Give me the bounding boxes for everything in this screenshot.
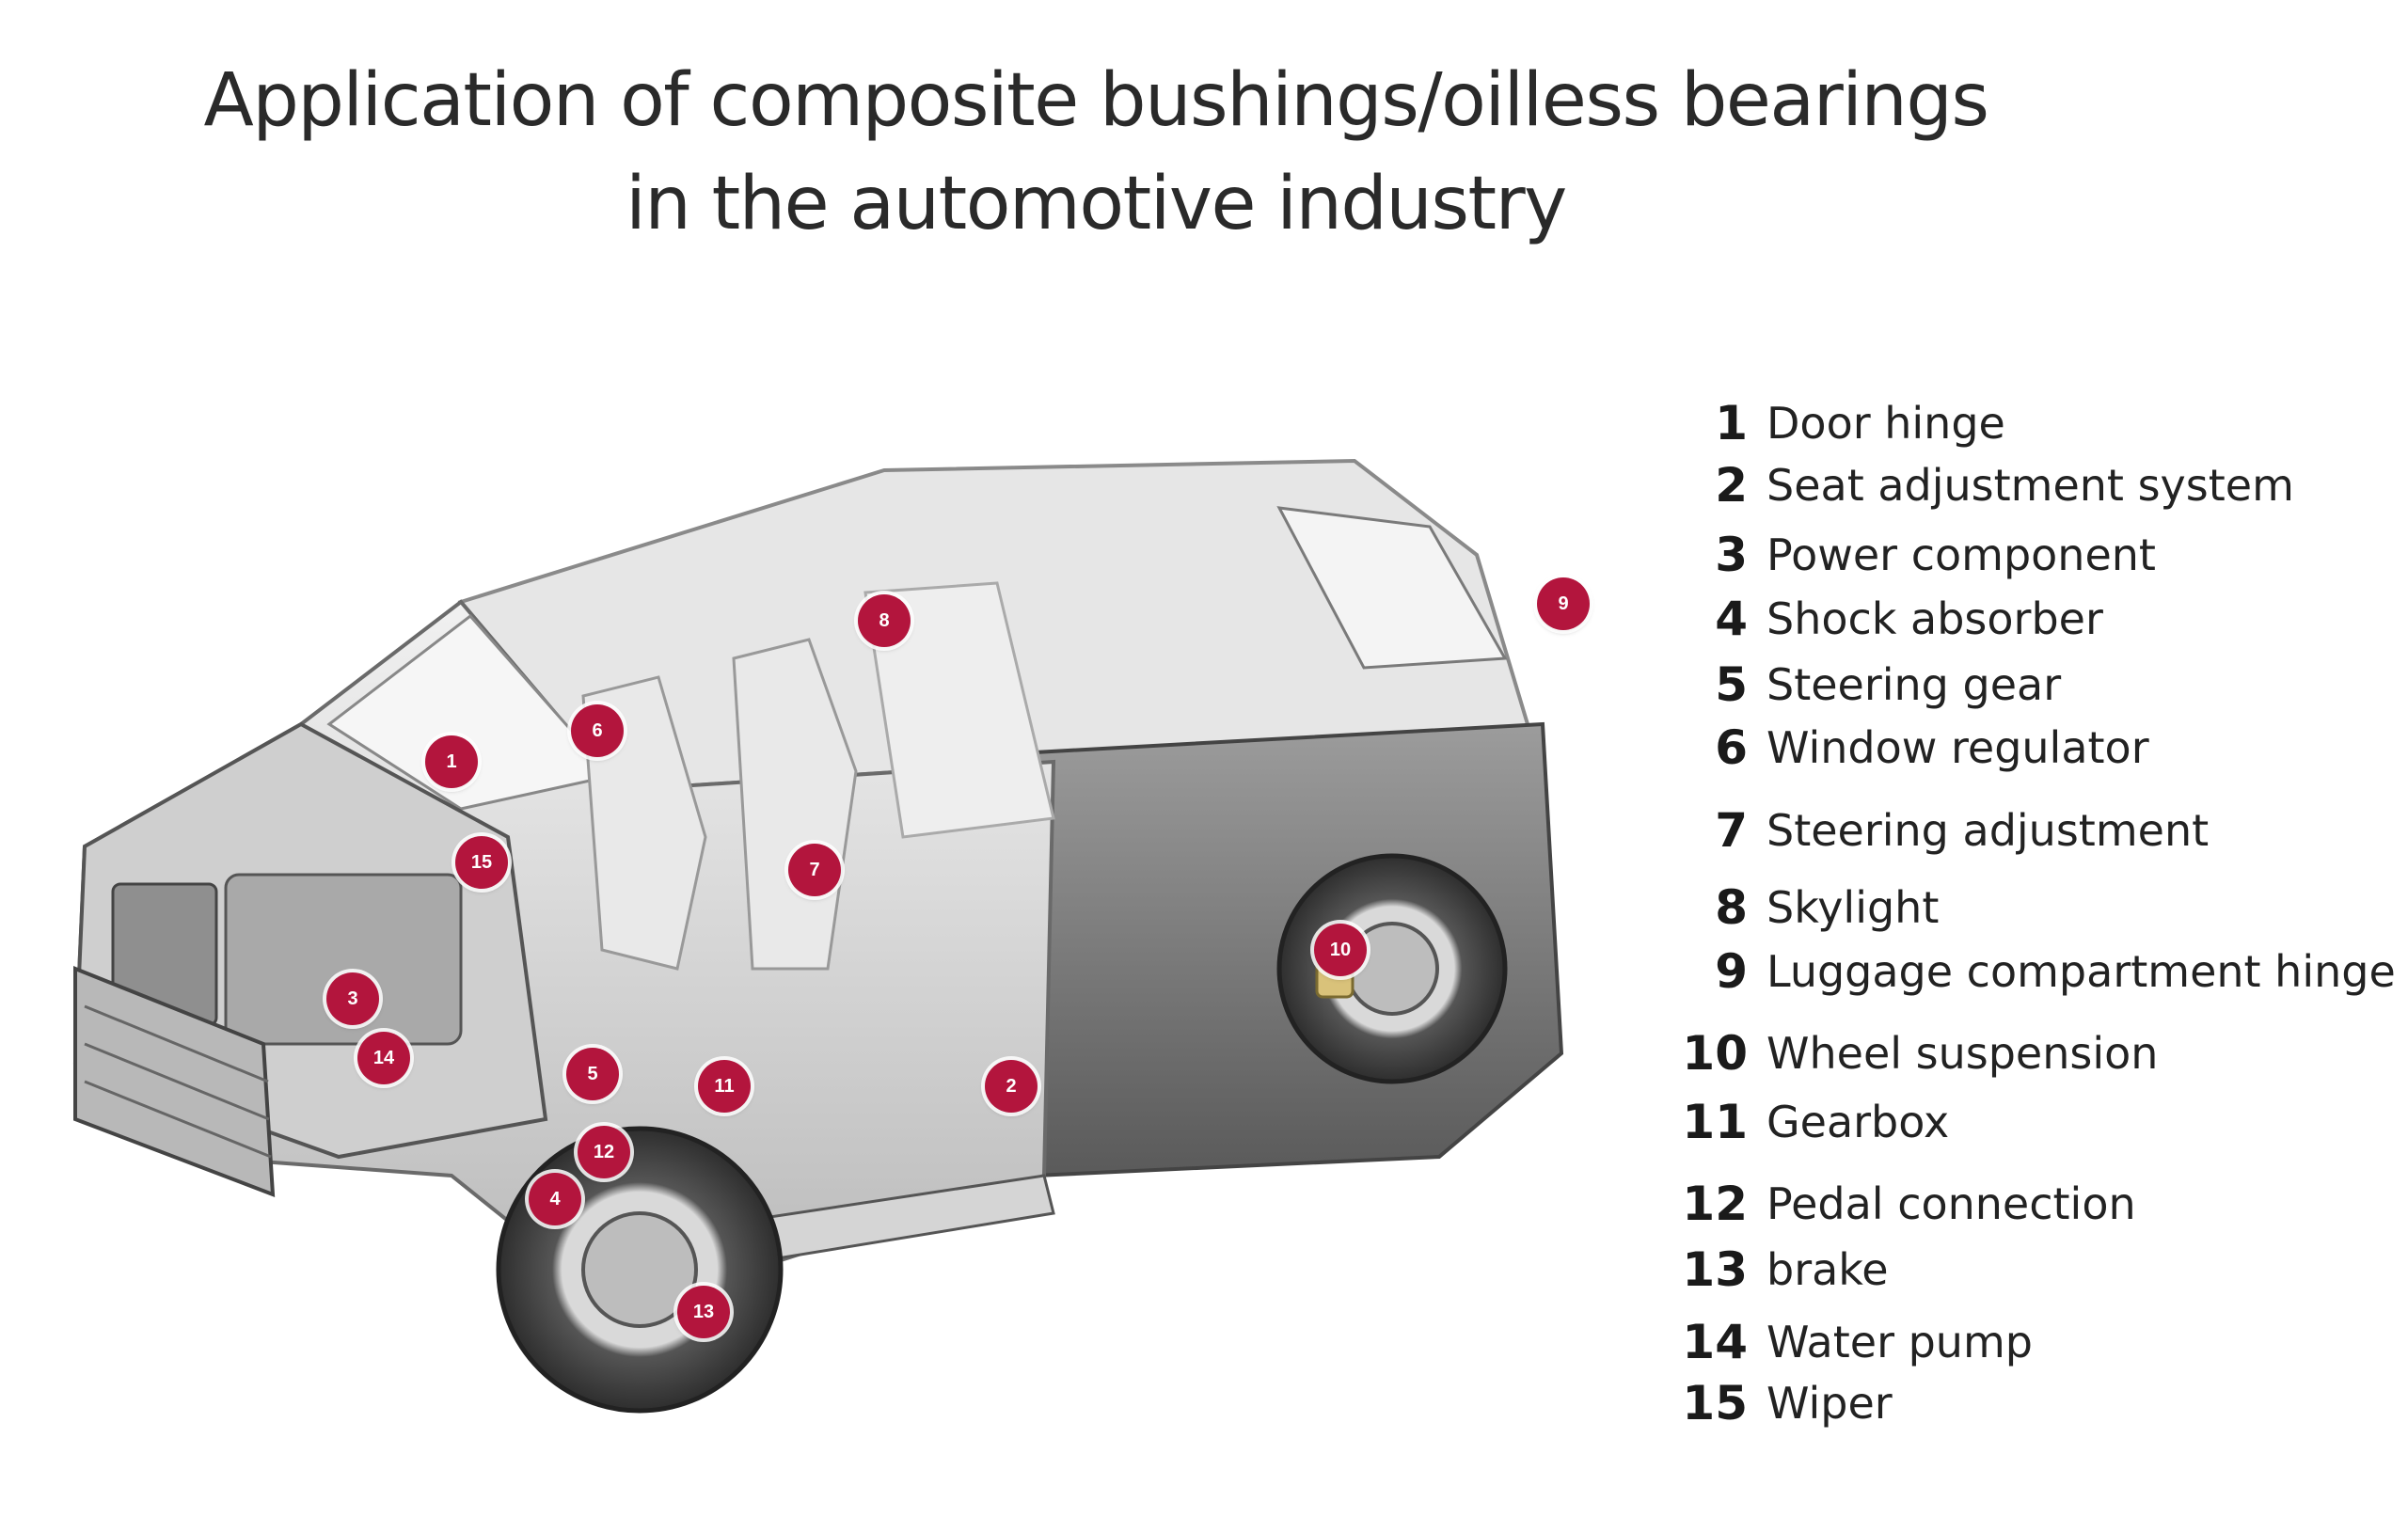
- marker-6: 6: [571, 704, 624, 757]
- legend-item: 8 Skylight: [1682, 879, 1939, 936]
- legend-number: 1: [1715, 396, 1748, 450]
- legend-item: 4 Shock absorber: [1682, 591, 2103, 647]
- legend-number: 13: [1682, 1242, 1748, 1297]
- marker-7: 7: [788, 844, 841, 896]
- legend-label: Door hinge: [1766, 398, 2005, 449]
- legend-label: Pedal connection: [1766, 1178, 2136, 1229]
- marker-12: 12: [578, 1126, 630, 1178]
- legend-label: Steering adjustment: [1766, 805, 2210, 856]
- legend-number: 3: [1715, 528, 1748, 582]
- marker-2: 2: [985, 1060, 1038, 1113]
- marker-5: 5: [566, 1048, 619, 1100]
- legend-item: 11 Gearbox: [1682, 1094, 1949, 1150]
- marker-8: 8: [858, 594, 911, 647]
- legend-number: 10: [1682, 1026, 1748, 1081]
- marker-1: 1: [425, 735, 478, 788]
- marker-11: 11: [698, 1060, 751, 1113]
- marker-3: 3: [326, 972, 379, 1025]
- legend-number: 11: [1682, 1095, 1748, 1149]
- legend-item: 14 Water pump: [1682, 1314, 2033, 1370]
- legend-item: 7 Steering adjustment: [1682, 802, 2209, 859]
- legend-number: 2: [1715, 458, 1748, 513]
- page-subtitle: in the automotive industry: [626, 162, 1567, 246]
- legend-label: Gearbox: [1766, 1097, 1950, 1147]
- legend-number: 15: [1682, 1376, 1748, 1430]
- legend-label: Luggage compartment hinge: [1766, 946, 2396, 997]
- legend-item: 10 Wheel suspension: [1682, 1025, 2158, 1082]
- car-illustration: 1 2 3 4 5 6 7 8 9 10 11 12 13 14 15: [56, 442, 1608, 1477]
- legend-number: 6: [1715, 720, 1748, 775]
- legend-label: Shock absorber: [1766, 593, 2103, 644]
- legend-item: 13 brake: [1682, 1241, 1889, 1298]
- legend-label: Power component: [1766, 529, 2156, 580]
- legend-label: Seat adjustment system: [1766, 460, 2294, 511]
- marker-10: 10: [1314, 924, 1367, 976]
- legend-item: 15 Wiper: [1682, 1375, 1893, 1431]
- legend-item: 5 Steering gear: [1682, 656, 2061, 713]
- marker-4: 4: [529, 1173, 581, 1225]
- legend-number: 5: [1715, 657, 1748, 712]
- legend-item: 3 Power component: [1682, 527, 2156, 583]
- marker-13: 13: [677, 1286, 730, 1338]
- page-title: Application of composite bushings/oilles…: [203, 58, 1989, 143]
- legend-item: 2 Seat adjustment system: [1682, 457, 2294, 514]
- legend-label: Wiper: [1766, 1378, 1893, 1429]
- legend-item: 12 Pedal connection: [1682, 1176, 2136, 1232]
- legend-label: Window regulator: [1766, 722, 2149, 773]
- legend-item: 1 Door hinge: [1682, 395, 2005, 451]
- legend-number: 14: [1682, 1315, 1748, 1369]
- legend-number: 9: [1715, 944, 1748, 999]
- legend-number: 4: [1715, 592, 1748, 646]
- legend-label: Steering gear: [1766, 659, 2062, 710]
- legend-item: 9 Luggage compartment hinge: [1682, 943, 2396, 1000]
- legend-number: 8: [1715, 880, 1748, 935]
- legend-label: Water pump: [1766, 1317, 2033, 1367]
- marker-9: 9: [1537, 577, 1590, 630]
- legend-label: Skylight: [1766, 882, 1940, 933]
- marker-15: 15: [455, 836, 508, 889]
- legend-label: Wheel suspension: [1766, 1028, 2159, 1079]
- legend-label: brake: [1766, 1244, 1889, 1295]
- legend-number: 12: [1682, 1177, 1748, 1231]
- legend-number: 7: [1715, 803, 1748, 858]
- marker-14: 14: [357, 1032, 410, 1084]
- legend-item: 6 Window regulator: [1682, 719, 2149, 776]
